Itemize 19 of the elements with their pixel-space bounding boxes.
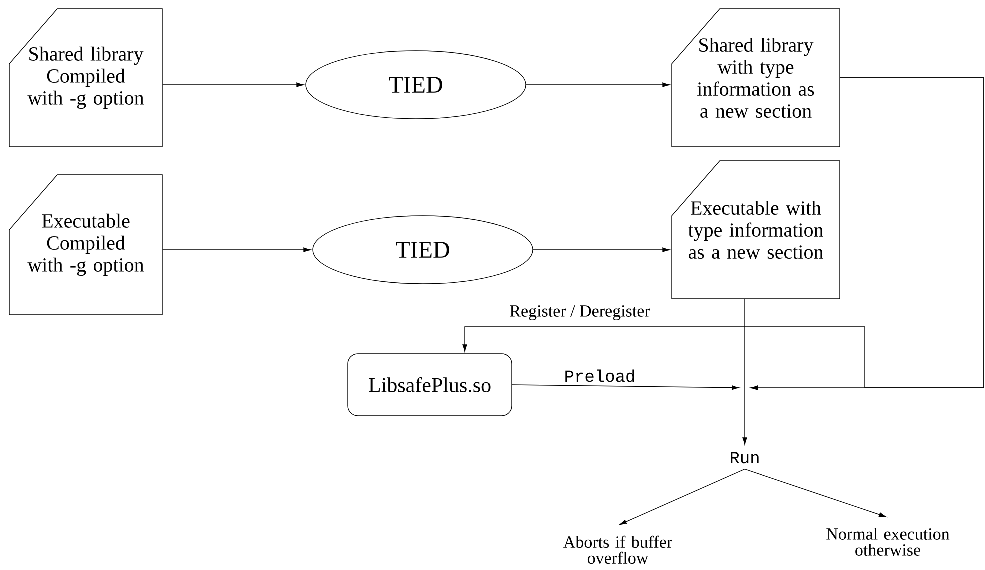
arrow xyxy=(742,298,748,446)
file-box: LibsafePlus.so xyxy=(348,354,512,416)
edge-label: Preload xyxy=(563,368,637,384)
arrow xyxy=(462,78,984,388)
document-box: Executable with type information as a new section xyxy=(672,160,840,300)
edge-label: Register / Deregister xyxy=(508,304,652,322)
document-box: Executable Compiled with -g option xyxy=(9,174,163,316)
node-label: Run xyxy=(731,452,759,464)
arrow xyxy=(162,82,304,88)
node-label: Normal execution otherwise xyxy=(826,528,950,556)
document-box: Shared library with type information as a new section xyxy=(672,8,840,148)
arrow xyxy=(162,248,312,252)
arrow xyxy=(512,384,740,390)
arrow xyxy=(744,468,887,518)
arrow xyxy=(533,248,670,252)
arrow xyxy=(619,468,746,526)
document-box: Shared library Compiled with -g option xyxy=(9,8,163,148)
node-label: Aborts if buffer overflow xyxy=(564,536,672,564)
arrow xyxy=(526,82,670,88)
